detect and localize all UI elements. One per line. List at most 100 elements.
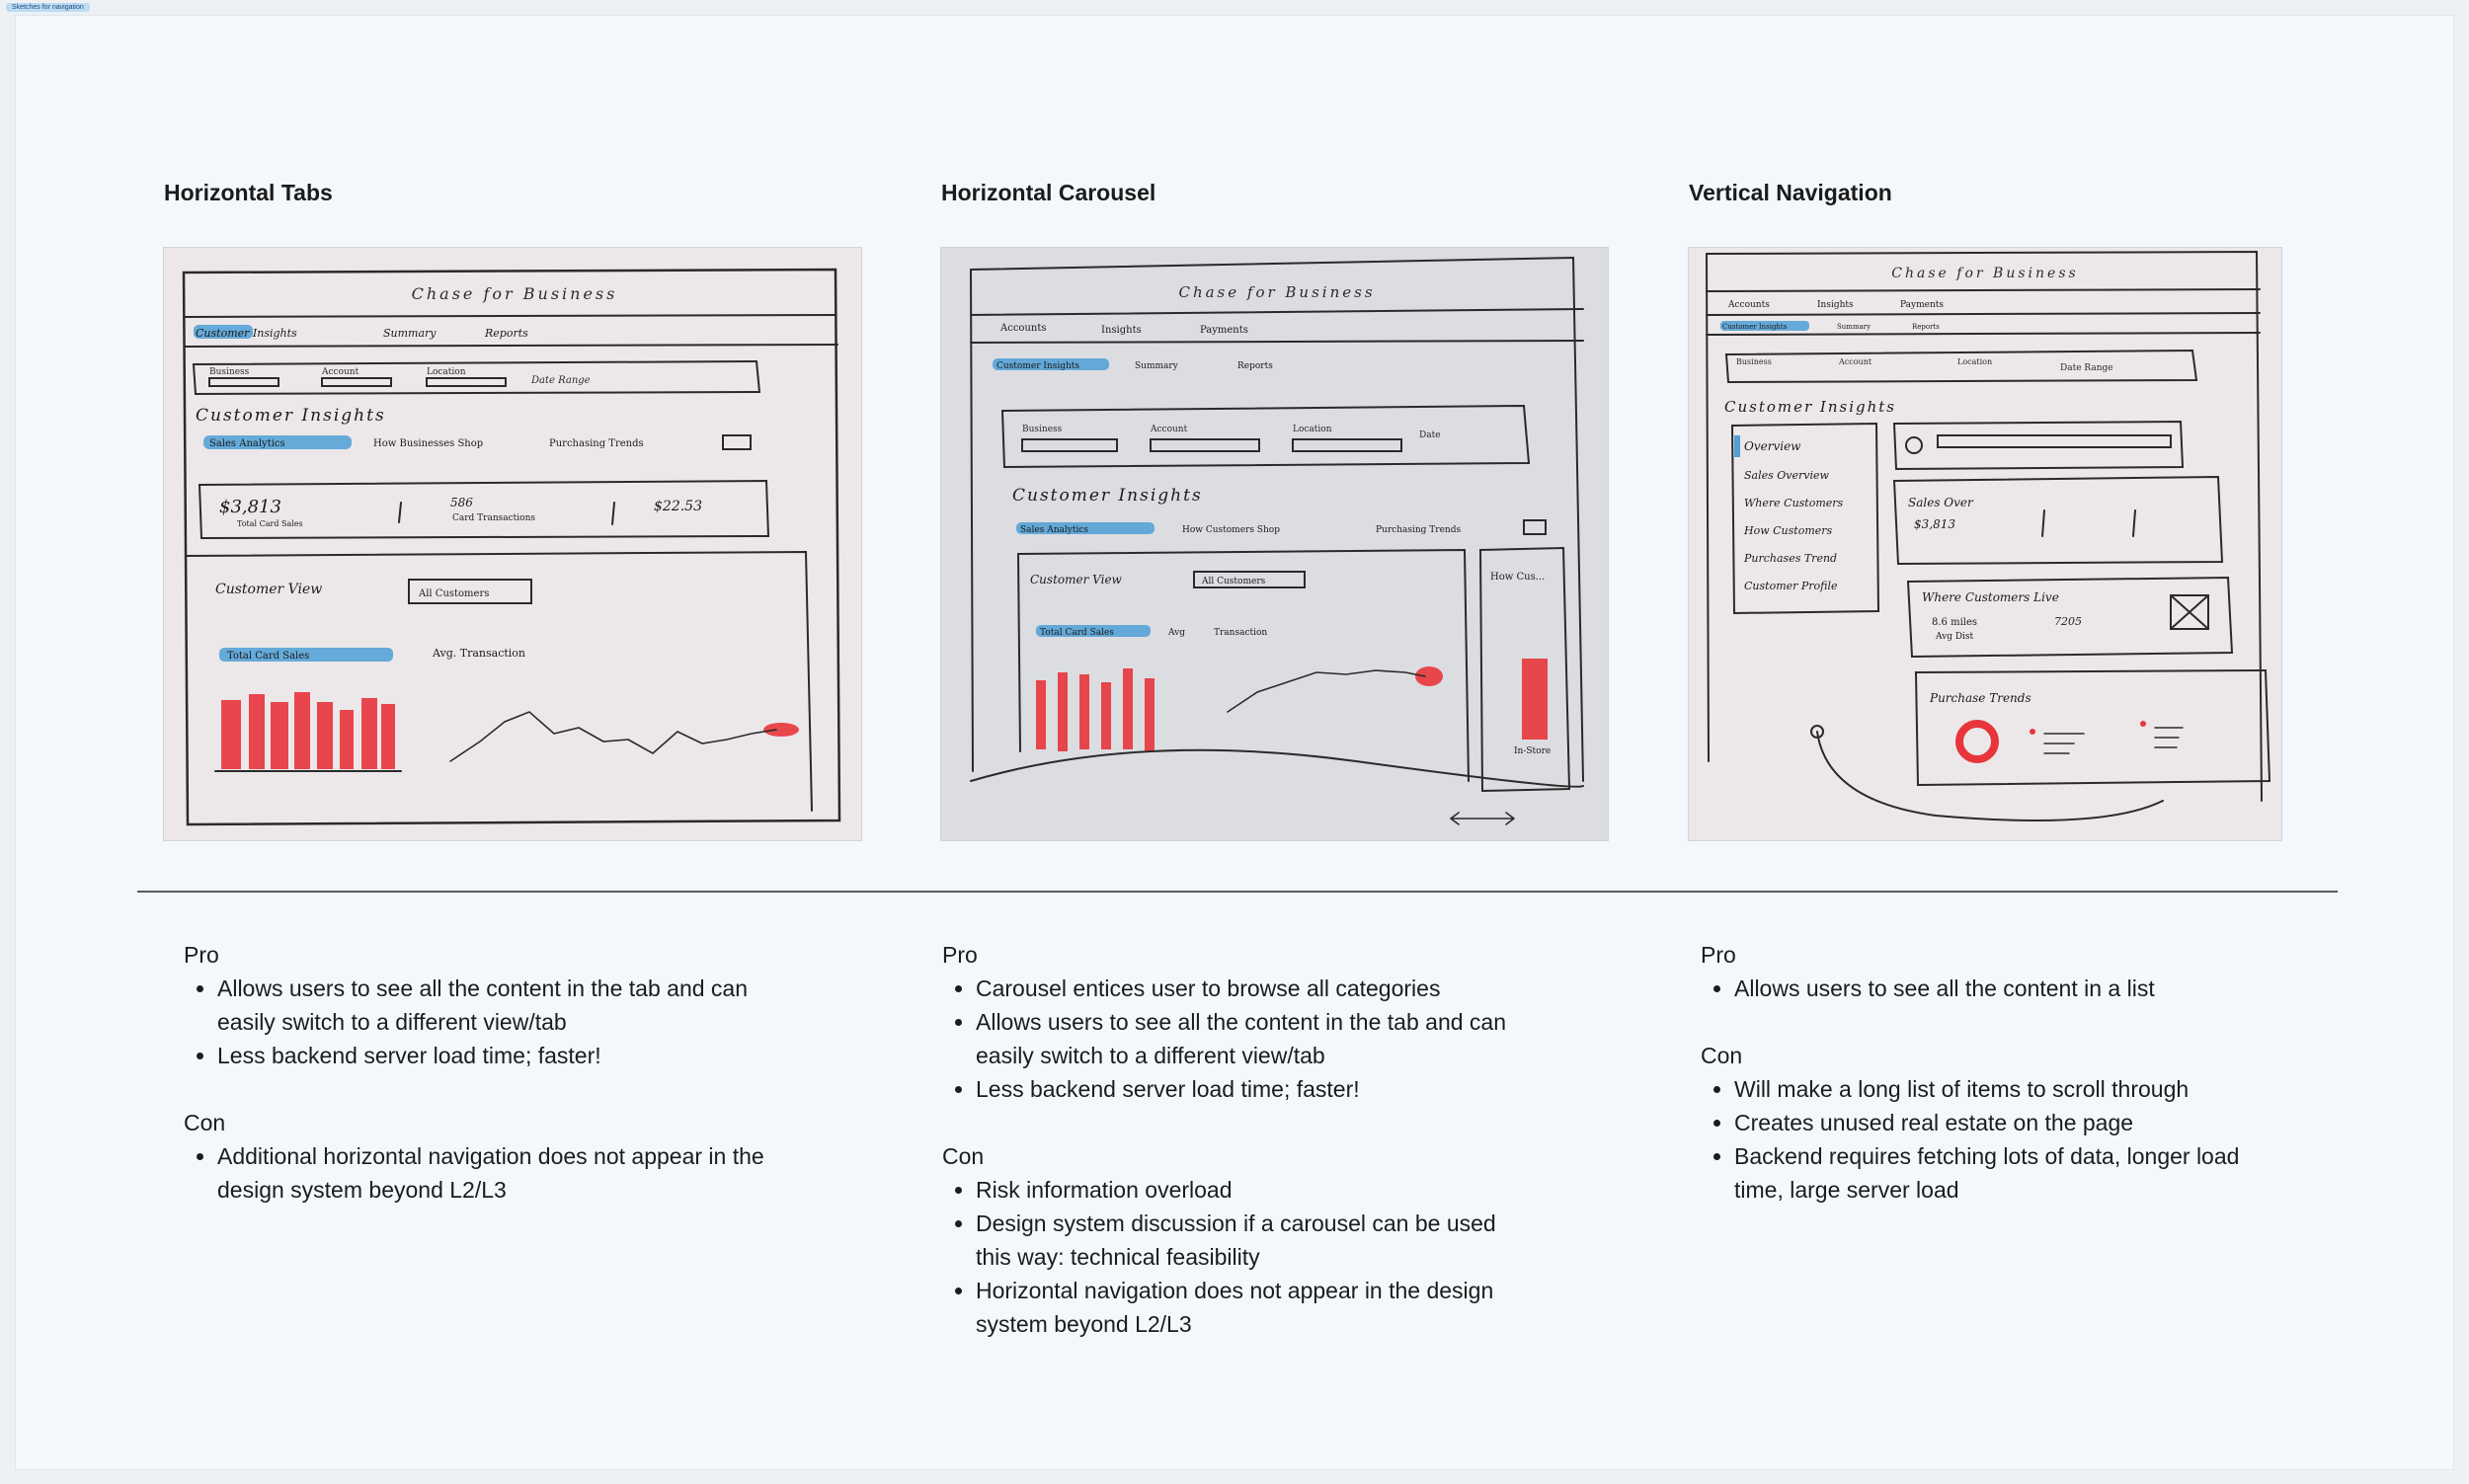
pro-list: Allows users to see all the content in a… [1701,972,2293,1005]
sketch-metric-tab-2: Avg. Transaction [432,647,525,660]
sketch-kpi-2-value: 586 [450,496,473,509]
sketch-filter-3: Location [1957,357,1992,366]
sketch-horizontal-carousel[interactable]: Chase for Business Accounts Insights Pay… [940,247,1609,841]
sketch-filter-2: Account [1838,357,1872,366]
sketch-subtab-1: Sales Analytics [1020,525,1088,535]
con-item: Design system discussion if a carousel c… [976,1207,1535,1274]
sketch-horizontal-tabs[interactable]: Chase for Business Customer Insights Sum… [163,247,862,841]
sketch-sales-value: $3,813 [1914,517,1955,531]
sketch-card-2: Where Customers Live [1922,590,2059,604]
con-list: Risk information overload Design system … [942,1173,1535,1341]
column-title-horizontal-carousel: Horizontal Carousel [941,180,1155,206]
con-item: Horizontal navigation does not appear in… [976,1274,1535,1341]
sketch-metric-tab-3: Transaction [1214,628,1267,638]
con-item: Additional horizontal navigation does no… [217,1139,776,1207]
sketch-section-title: Customer Insights [1012,486,1203,506]
sketch-nav-1: Accounts [1727,300,1770,310]
pro-list: Allows users to see all the content in t… [184,972,776,1072]
sketch-subnav-3: Reports [1237,361,1273,371]
pro-list: Carousel entices user to browse all cate… [942,972,1535,1106]
sketch-header: Chase for Business [412,284,618,303]
sketch-subtab-3: Purchasing Trends [549,438,644,449]
sketch-card-1: Sales Over [1908,496,1974,509]
sketch-vertical-navigation[interactable]: Chase for Business Accounts Insights Pay… [1688,247,2282,841]
sketch-nav-1: Customer Insights [196,327,297,340]
con-list: Will make a long list of items to scroll… [1701,1072,2293,1207]
sketch-kpi-2-label: Card Transactions [452,513,535,523]
pro-heading: Pro [1701,938,2293,972]
sketch-metric-tab-1: Total Card Sales [1040,628,1114,638]
sketch-nav-3: Reports [484,327,528,340]
sketch-filter-4: Date Range [2060,363,2113,373]
con-item: Creates unused real estate on the page [1734,1106,2293,1139]
sketch-menu-4: How Customers [1743,524,1833,537]
sketch-kpi-1-label: Total Card Sales [237,519,303,528]
sketch-filter-1: Business [1022,425,1063,434]
sketch-nav-3: Payments [1900,300,1944,310]
sketch-zip: 7205 [2054,615,2082,628]
sketch-subtab-3: Purchasing Trends [1376,525,1461,535]
sketch-side-card: How Cus... [1490,572,1545,583]
sketch-subtab-1: Sales Analytics [209,438,285,449]
pro-item: Allows users to see all the content in t… [976,1005,1535,1072]
sketch-menu-1: Overview [1744,439,1801,453]
sketch-distance: 8.6 miles [1932,617,1977,628]
sketch-view-select: All Customers [418,588,489,599]
sketch-nav-2: Insights [1817,300,1854,310]
pro-item: Allows users to see all the content in a… [1734,972,2293,1005]
sketch-filter-4: Date [1419,430,1441,440]
con-item: Backend requires fetching lots of data, … [1734,1139,2293,1207]
con-heading: Con [184,1106,776,1139]
sketch-filter-3: Location [1293,425,1332,434]
sketch-subnav-2: Summary [1837,323,1871,331]
sketch-subnav-2: Summary [1135,361,1179,371]
sketch-menu-2: Sales Overview [1744,469,1830,482]
pro-item: Less backend server load time; faster! [976,1072,1535,1106]
sketch-subnav-1: Customer Insights [1722,323,1788,331]
pro-heading: Pro [942,938,1535,972]
pro-item: Allows users to see all the content in t… [217,972,776,1039]
sketch-filter-1: Business [1736,357,1772,366]
sketch-kpi-1-value: $3,813 [219,497,281,517]
con-item: Risk information overload [976,1173,1535,1207]
pro-item: Carousel entices user to browse all cate… [976,972,1535,1005]
sketch-filter-4: Date Range [530,375,591,386]
sketch-view-label: Customer View [215,582,322,597]
sketch-section-title: Customer Insights [1724,398,1896,416]
con-list: Additional horizontal navigation does no… [184,1139,776,1207]
sketch-filter-2: Account [321,367,359,377]
con-heading: Con [942,1139,1535,1173]
pro-heading: Pro [184,938,776,972]
con-item: Will make a long list of items to scroll… [1734,1072,2293,1106]
sketch-subtab-2: How Customers Shop [1182,525,1280,535]
sketch-view-select: All Customers [1201,577,1266,586]
sketch-card-3: Purchase Trends [1929,691,2031,705]
sketch-distance-label: Avg Dist [1935,632,1974,642]
frame-label[interactable]: Sketches for navigation [6,3,90,12]
sketch-view-label: Customer View [1030,573,1123,586]
sketch-nav-3: Payments [1200,325,1248,336]
sketch-header: Chase for Business [1891,266,2078,281]
sketch-nav-2: Insights [1101,325,1142,336]
column-title-vertical-navigation: Vertical Navigation [1689,180,1892,206]
sketch-side-note: In-Store [1514,746,1551,756]
sketch-menu-3: Where Customers [1744,497,1844,509]
sketch-filter-2: Account [1150,425,1188,434]
sketch-subnav-1: Customer Insights [996,361,1079,371]
sketch-filter-1: Business [209,367,250,377]
sketch-nav-1: Accounts [999,323,1046,334]
sketch-nav-2: Summary [383,327,437,340]
notes-horizontal-carousel: Pro Carousel entices user to browse all … [942,938,1535,1374]
notes-horizontal-tabs: Pro Allows users to see all the content … [184,938,776,1240]
notes-vertical-navigation: Pro Allows users to see all the content … [1701,938,2293,1240]
con-heading: Con [1701,1039,2293,1072]
sketch-metric-tab-2: Avg [1167,628,1185,638]
sketch-metric-tab-1: Total Card Sales [227,651,309,662]
sketch-filter-3: Location [427,367,466,377]
sketch-header: Chase for Business [1178,283,1375,301]
sketch-subnav-3: Reports [1912,323,1940,331]
sketch-kpi-3-value: $22.53 [654,499,702,514]
sketch-menu-6: Customer Profile [1744,580,1838,592]
sketch-section-title: Customer Insights [196,406,386,426]
sketch-menu-5: Purchases Trend [1743,552,1837,565]
